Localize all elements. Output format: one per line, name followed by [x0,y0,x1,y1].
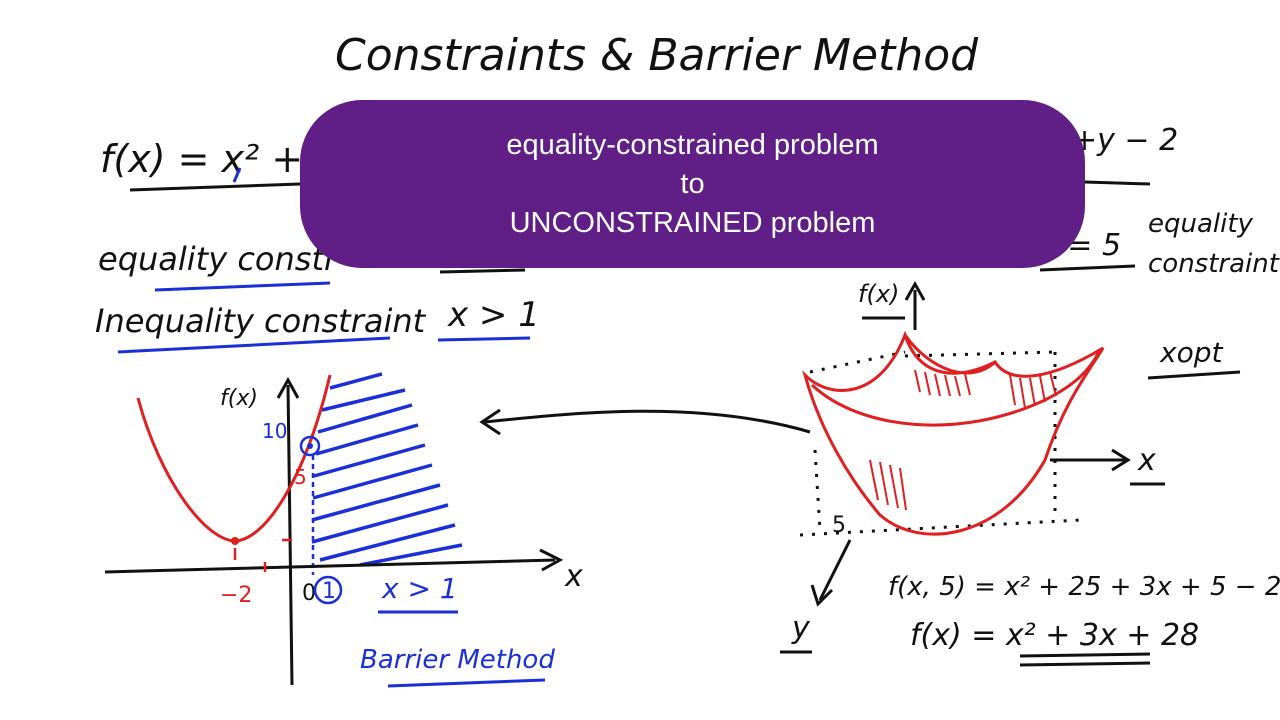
y-axis-3d-arrow [810,584,834,607]
tick-label-5: 5 [294,465,307,489]
link-arrow [484,409,811,434]
final-underline-1 [1019,652,1151,658]
equality-constraint-label: equality constr [98,240,339,278]
inequality-constraint-label: Inequality constraint [95,302,427,340]
banner-line-1: equality-constrained problem [506,128,879,161]
left-graph: f(x) x 10 5 −2 0 1 x > 1 Barrier Method [104,372,583,688]
y-axis-3d [818,539,852,601]
feasible-region-hatching [311,372,463,567]
surface-front-edge [810,349,1102,427]
inequality-expression: x > 1 [447,295,540,335]
right-graph-zlabel: f(x) [858,280,899,308]
intersection-dot [307,443,313,449]
equality-underline-2 [439,268,526,274]
banner-line-3: UNCONSTRAINED problem [509,206,876,239]
final-underline-2 [1019,661,1151,667]
surface-hatching [869,369,1057,511]
surface-rim [903,334,997,375]
barrier-method-label: Barrier Method [360,645,555,675]
x-axis-arrow [539,548,564,572]
function-definition: f(x) = x² + ( [100,137,332,181]
z-axis-arrow [904,280,926,301]
y-axis-arrow [276,376,300,399]
link-arrow-head [479,408,501,436]
right-graph-ylabel: y [791,611,811,646]
caption-banner: equality-constrained problem to UNCONSTR… [300,100,1085,268]
tick-label-1: 1 [322,579,336,604]
tick-label-10: 10 [262,419,287,443]
function-underline-right [1084,180,1151,186]
x-squared-tick [232,167,242,183]
x-opt-label: xopt [1159,336,1223,369]
tick-1-circle [313,575,343,605]
equality-underline [154,281,331,292]
x-opt-underline [1147,370,1241,380]
right-graph-xlabel: x [1137,443,1156,478]
equality-side-note-2: constraint [1148,249,1280,279]
banner-line-2: to [680,167,705,200]
equation-final: f(x) = x² + 3x + 28 [910,618,1199,653]
x-axis [104,558,556,574]
function-definition-end: +y − 2 [1072,123,1178,158]
barrier-method-underline [387,678,546,688]
inequality-expr-underline [437,336,531,342]
region-label: x > 1 [381,572,458,605]
y-axis [286,384,294,686]
function-underline [129,182,301,192]
surface-outline [802,330,1105,536]
tick-label-neg2: −2 [220,583,252,608]
tick-label-0: 0 [302,581,316,606]
equality-side-note-1: equality [1148,209,1254,239]
right-graph: f(x) x y 5 xopt [780,280,1280,667]
dotted-box [799,350,1081,537]
equation-substituted: f(x, 5) = x² + 25 + 3x + 5 − 2 [888,572,1280,602]
intersection-circle [299,435,321,457]
left-graph-ylabel: f(x) [220,386,258,411]
board-title: Constraints & Barrier Method [335,30,979,81]
inequality-underline [117,336,391,354]
parabola-minimum-dot [231,537,239,545]
right-graph-tick-5: 5 [832,513,846,538]
y-eq-underline [1039,264,1136,272]
left-graph-xlabel: x [564,559,583,594]
x-axis-3d-arrow [1111,448,1131,472]
